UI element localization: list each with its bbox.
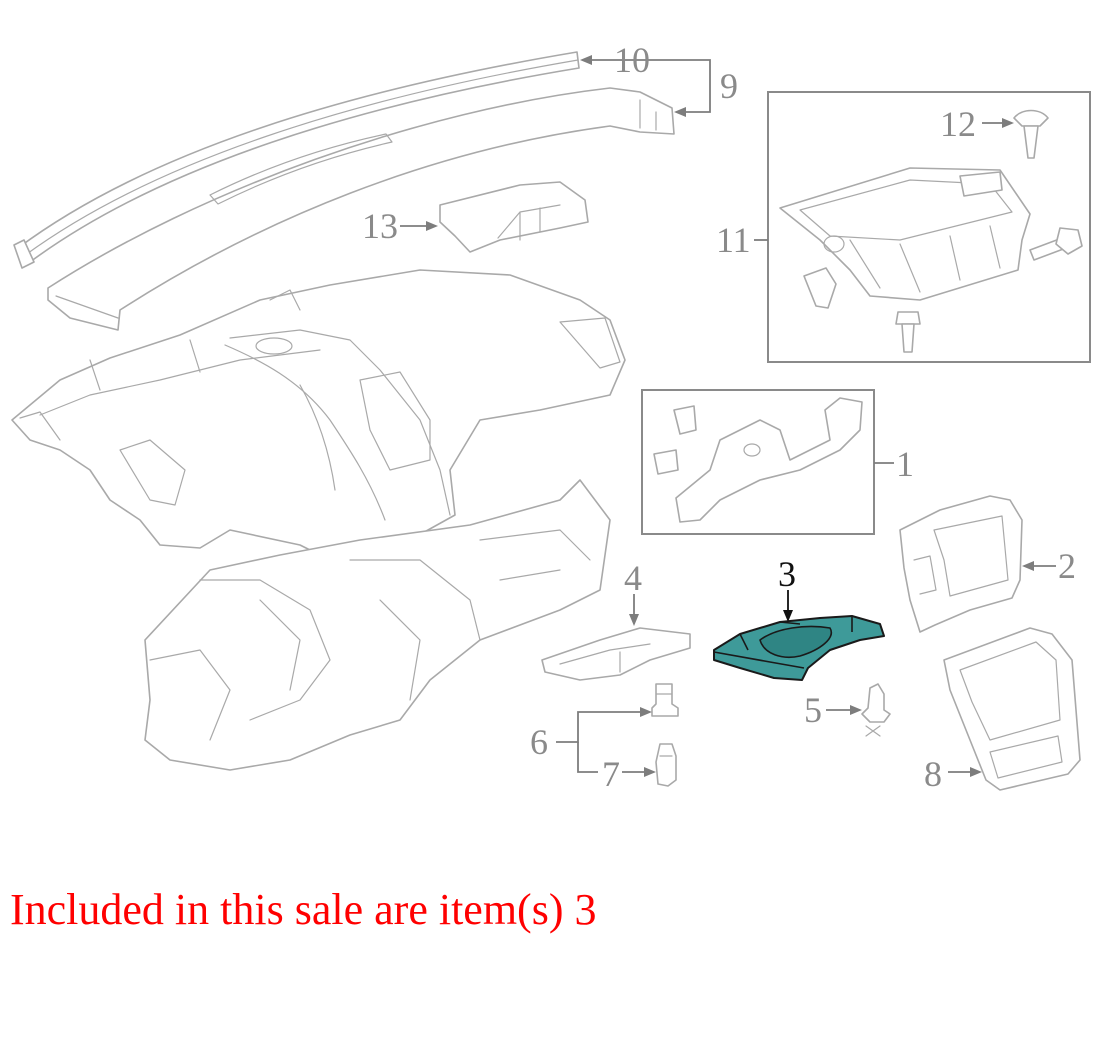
callout-7: 7 — [602, 754, 620, 794]
part-6-socket[interactable] — [651, 683, 679, 717]
part-1-detail-box — [641, 389, 875, 535]
part-3-trim-panel-highlighted[interactable] — [713, 615, 885, 681]
part-11-detail-box — [767, 91, 1091, 363]
part-12-screw[interactable] — [1013, 109, 1049, 159]
glove-box-clip[interactable] — [803, 267, 837, 309]
callout-5: 5 — [804, 690, 822, 730]
part-9-top-pad[interactable] — [47, 87, 675, 331]
callout-8: 8 — [924, 754, 942, 794]
part-4-bracket[interactable] — [541, 627, 691, 681]
part-10-defroster-strip[interactable] — [13, 51, 580, 269]
part-5-push-clip[interactable] — [861, 683, 891, 737]
instrument-panel — [11, 269, 626, 561]
part-13-duct[interactable] — [439, 181, 589, 253]
part-2-bezel[interactable] — [899, 495, 1023, 633]
callout-3: 3 — [778, 554, 796, 594]
part-7-socket[interactable] — [655, 743, 677, 787]
callout-10: 10 — [614, 40, 650, 80]
callout-9: 9 — [720, 66, 738, 106]
lower-carrier — [144, 479, 611, 771]
glove-box-bolt-right[interactable] — [1029, 227, 1083, 261]
callout-13: 13 — [362, 206, 398, 246]
callout-12: 12 — [940, 104, 976, 144]
part-1-bracket[interactable] — [653, 397, 863, 523]
part-8-console-bezel[interactable] — [943, 627, 1081, 791]
callout-6: 6 — [530, 722, 548, 762]
callout-11: 11 — [716, 220, 751, 260]
callout-2: 2 — [1058, 546, 1076, 586]
part-11-glove-box[interactable] — [779, 167, 1031, 301]
glove-box-bolt-bottom[interactable] — [895, 311, 921, 353]
parts-diagram: 10 9 12 11 13 1 2 3 4 5 6 7 8 — [11, 40, 1091, 794]
sale-items-caption: Included in this sale are item(s) 3 — [10, 885, 597, 934]
callout-4: 4 — [624, 558, 642, 598]
callout-1: 1 — [896, 444, 914, 484]
